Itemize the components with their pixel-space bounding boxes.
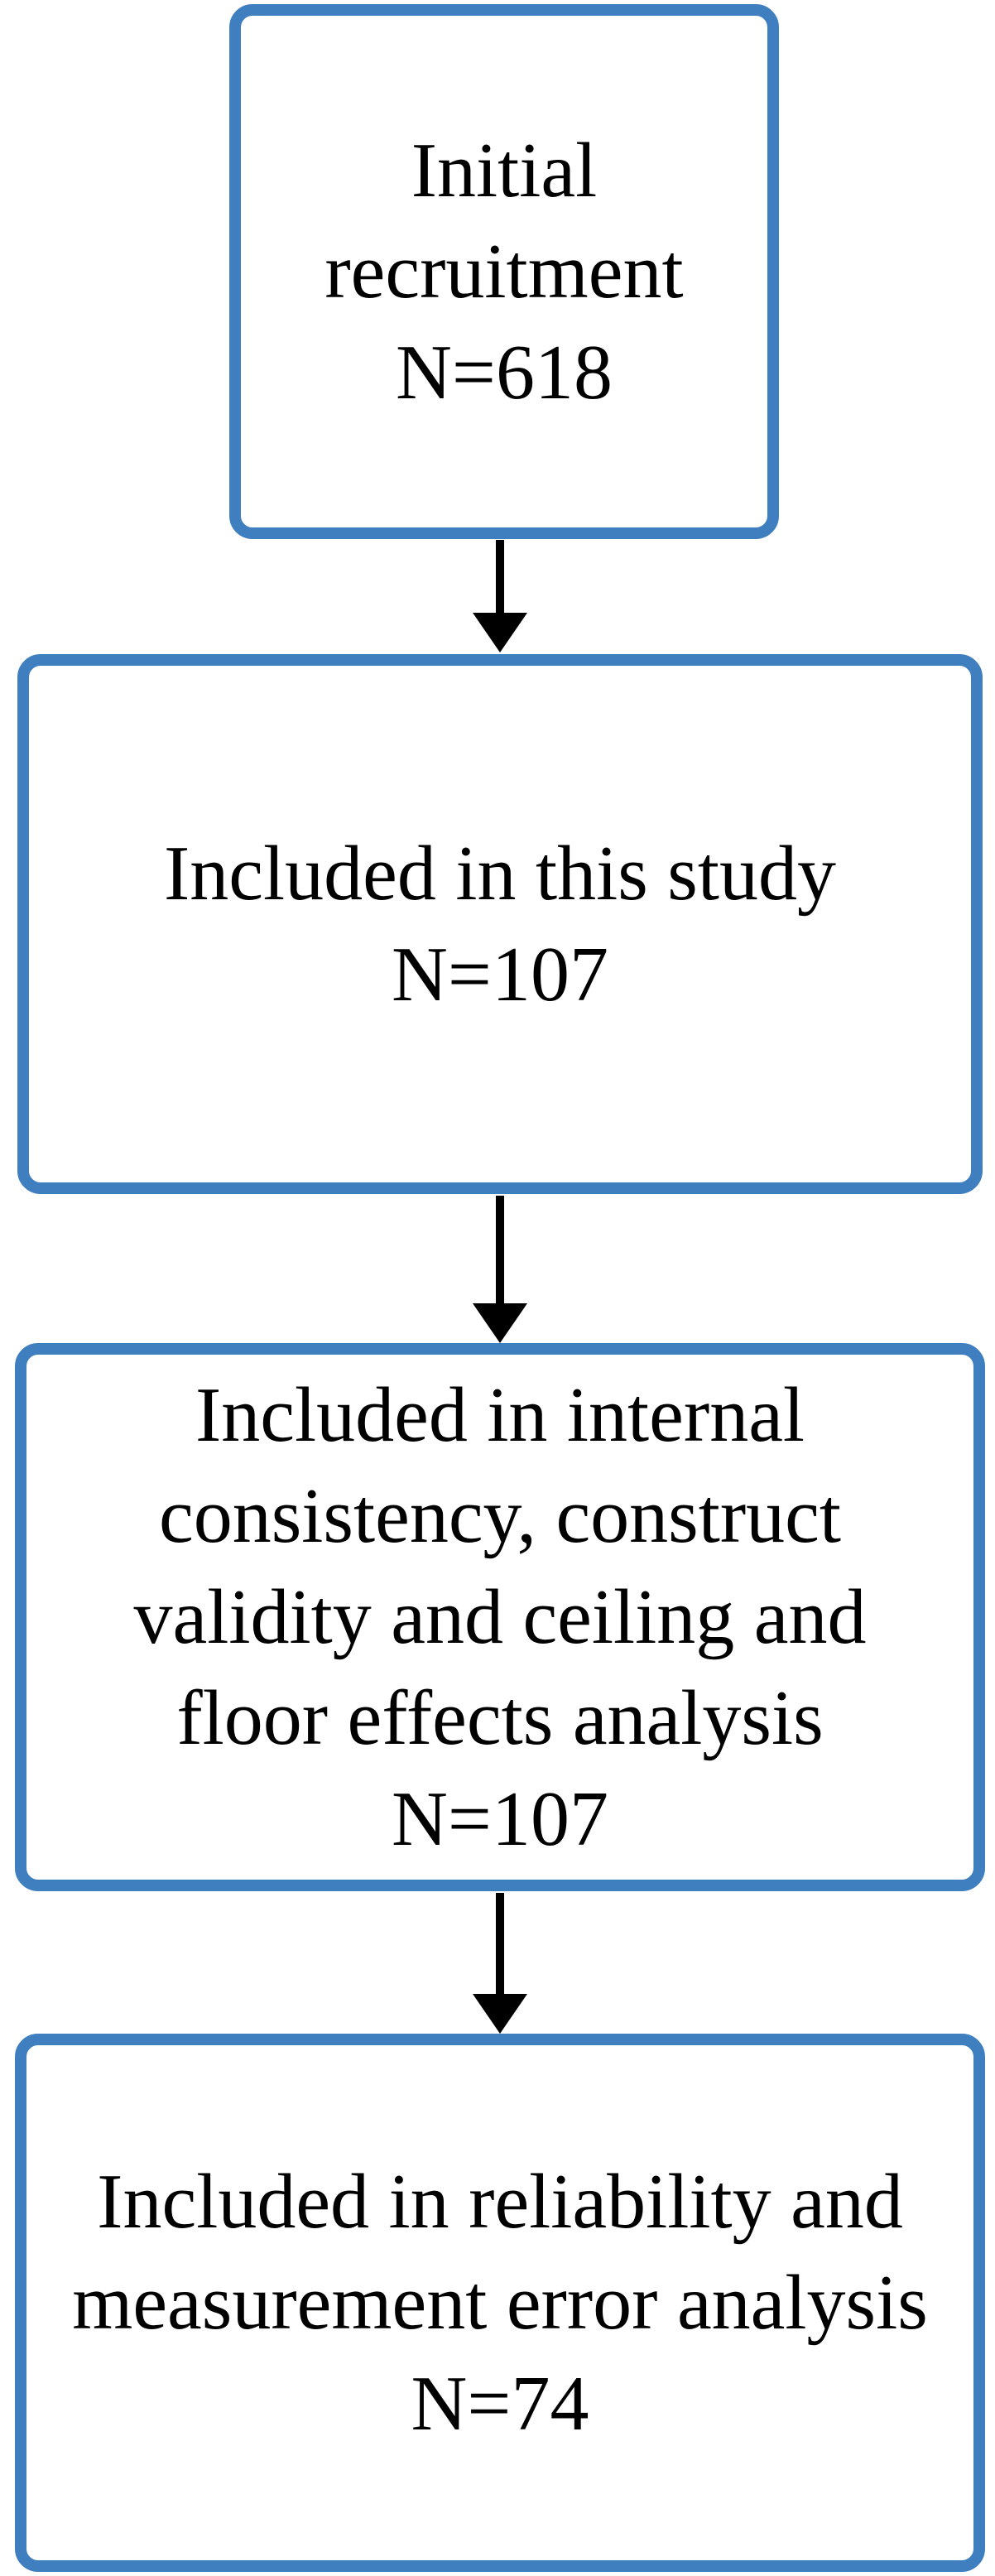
flow-arrow-2 <box>473 1196 527 1343</box>
box-n-value: N=618 <box>396 330 613 416</box>
box-text-line: Included in reliability and <box>97 2159 903 2245</box>
box-text-line: Initial <box>411 128 598 214</box>
flow-arrow-1 <box>473 540 527 652</box>
box-text-line: validity and ceiling and <box>133 1574 867 1660</box>
box-n-value: N=107 <box>392 932 608 1018</box>
box-n-value: N=107 <box>392 1776 608 1862</box>
flow-box-reliability-analysis: Included in reliability and measurement … <box>15 2034 985 2572</box>
arrow-stem <box>496 1196 504 1303</box>
arrow-head-down-icon <box>473 1994 527 2034</box>
box-text-line: consistency, construct <box>158 1473 841 1559</box>
box-text-line: recruitment <box>324 229 684 315</box>
flow-box-included-in-this-study: Included in this study N=107 <box>17 654 983 1194</box>
arrow-stem <box>496 540 504 613</box>
arrow-stem <box>496 1893 504 1994</box>
box-text-line: measurement error analysis <box>72 2260 928 2346</box>
arrow-head-down-icon <box>473 613 527 652</box>
flow-box-internal-consistency-analysis: Included in internal consistency, constr… <box>15 1343 985 1891</box>
box-text-line: Included in this study <box>164 831 836 917</box>
box-text-line: Included in internal <box>195 1372 805 1458</box>
arrow-head-down-icon <box>473 1303 527 1343</box>
box-n-value: N=74 <box>411 2361 589 2447</box>
flow-arrow-3 <box>473 1893 527 2034</box>
box-text-line: floor effects analysis <box>176 1675 824 1761</box>
flow-box-initial-recruitment: Initial recruitment N=618 <box>229 4 779 539</box>
